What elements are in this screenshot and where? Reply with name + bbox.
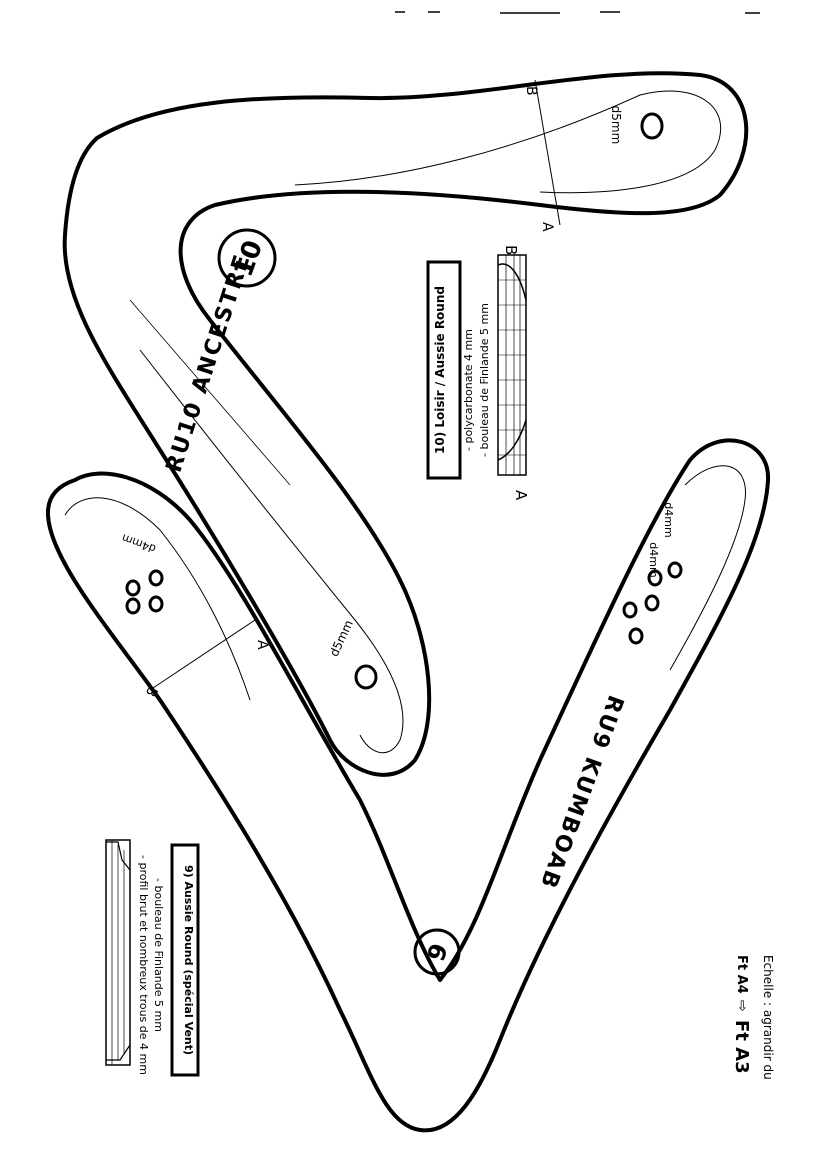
ru9-hole-7 bbox=[644, 594, 660, 612]
ru9-hole-3 bbox=[125, 597, 141, 615]
ru10-hole-top-label: d5mm bbox=[609, 106, 623, 145]
legend-9-title-box bbox=[170, 843, 200, 1077]
boomerang-ru10: d5mm d5mm B A 10 RU10 ANCESTRE bbox=[62, 71, 749, 777]
ru10-name-guide bbox=[129, 299, 291, 486]
ru10-section-a: A bbox=[539, 222, 555, 232]
ru9-hole-5 bbox=[667, 561, 683, 579]
ru9-inner-line-left bbox=[64, 497, 251, 701]
ru10-hole-top bbox=[640, 112, 664, 140]
scale-note-line-1: Echelle : agrandir du bbox=[761, 955, 775, 1080]
legend-9-profile-drawing bbox=[105, 839, 131, 1066]
legend-9: 9) Aussie Round (spécial Vent) - bouleau… bbox=[105, 839, 200, 1077]
scale-note-line-3: Ft A3 bbox=[731, 1020, 752, 1074]
ru9-hole-4 bbox=[148, 595, 164, 613]
ru10-inner-line-lower bbox=[139, 349, 404, 754]
legend-10-line-1: - polycarbonate 4 mm bbox=[462, 329, 475, 451]
ru9-name: RU9 KUMBOAB bbox=[534, 692, 628, 893]
ru9-hole-right-label-2: d4mm bbox=[647, 542, 660, 577]
ru9-inner-line-right bbox=[669, 465, 746, 671]
ru9-number-badge bbox=[413, 928, 461, 976]
ru9-hole-2 bbox=[148, 569, 164, 587]
ru9-hole-1 bbox=[125, 579, 141, 597]
ru9-hole-left-label: d4mm bbox=[120, 531, 158, 555]
ru10-hole-bottom bbox=[354, 664, 378, 690]
ru9-hole-6 bbox=[647, 569, 663, 587]
ru10-outline bbox=[62, 71, 749, 777]
scale-note: Echelle : agrandir du Ft A4 ⇨ Ft A3 bbox=[731, 955, 775, 1080]
legend-10-profile-drawing bbox=[497, 254, 527, 476]
legend-10: 10) Loisir / Aussie Round - polycarbonat… bbox=[426, 245, 530, 501]
legend-9-line-1: - bouleau de Finlande 5 mm bbox=[152, 878, 165, 1032]
ru9-hole-right-label-1: d4mm bbox=[662, 502, 675, 537]
legend-10-profile-a: A bbox=[512, 490, 530, 501]
scale-note-line-2: Ft A4 bbox=[734, 955, 749, 994]
scan-edge-marks bbox=[395, 11, 760, 14]
ru9-hole-9 bbox=[628, 627, 644, 645]
ru10-inner-line bbox=[294, 90, 721, 194]
ru9-section-line bbox=[149, 619, 256, 691]
ru9-hole-8 bbox=[622, 601, 638, 619]
legend-10-line-2: - bouleau de Finlande 5 mm bbox=[478, 303, 491, 457]
ru10-section-line bbox=[534, 79, 561, 226]
ru9-number-text: 9 bbox=[422, 940, 454, 965]
ru10-section-b: B bbox=[523, 86, 539, 96]
ru9-outline bbox=[45, 438, 771, 1133]
legend-10-profile-b: B bbox=[502, 245, 520, 255]
ru10-hole-bottom-label: d5mm bbox=[327, 618, 356, 659]
ru9-section-a: A bbox=[254, 640, 270, 650]
legend-9-title: 9) Aussie Round (spécial Vent) bbox=[182, 865, 195, 1055]
legend-10-title-box bbox=[426, 260, 462, 480]
legend-10-title: 10) Loisir / Aussie Round bbox=[433, 286, 447, 454]
legend-9-line-2: - profil brut et nombreux trous de 4 mm bbox=[137, 855, 150, 1075]
ru10-number-badge bbox=[217, 228, 277, 288]
scale-note-arrow: ⇨ bbox=[734, 1000, 750, 1012]
